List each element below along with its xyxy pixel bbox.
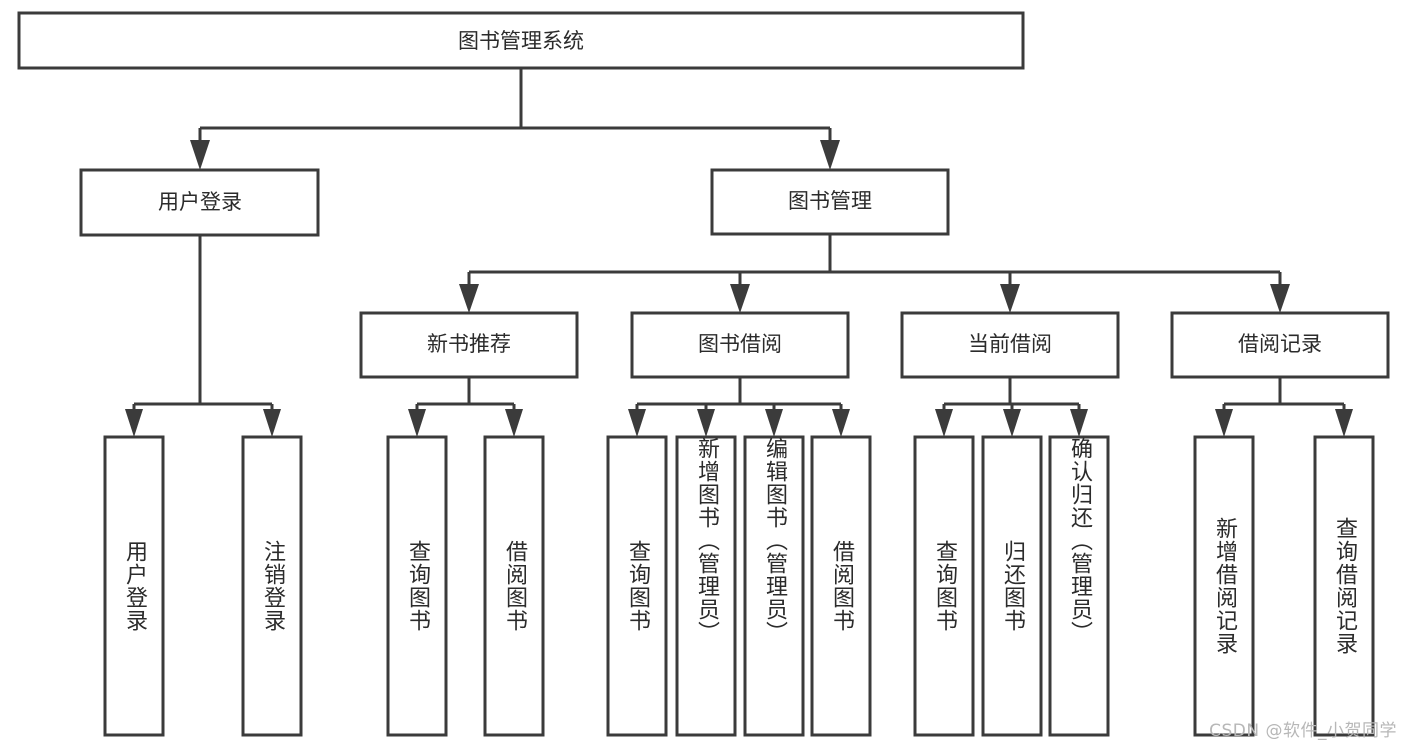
node-current-borrow[interactable]: 当前借阅 (900, 311, 1120, 379)
node-new-book-recommend-rect[interactable] (359, 311, 579, 379)
leaf-edit-book-rect[interactable] (743, 435, 805, 737)
node-user-login-label: 用户登录 (158, 190, 242, 214)
leaf-confirm-return-rect[interactable] (1048, 435, 1110, 737)
arrow-head-new-book-recommend (459, 284, 479, 313)
arrow-head-leaf-edit-book (765, 409, 783, 437)
arrow-head-leaf-add-book (697, 409, 715, 437)
leaf-add-book-rect[interactable] (675, 435, 737, 737)
node-new-book-recommend-label: 新书推荐 (427, 332, 511, 356)
arrow-head-leaf-user-login (125, 409, 143, 437)
node-user-login[interactable]: 用户登录 (79, 168, 320, 237)
node-book-management[interactable]: 图书管理 (710, 168, 950, 236)
leaf-query-borrow-record-rect[interactable] (1313, 435, 1375, 737)
edge-group-current-borrow (935, 377, 1088, 437)
node-book-borrow-rect[interactable] (630, 311, 850, 379)
node-book-borrow-label: 图书借阅 (698, 332, 782, 356)
arrow-head-leaf-query-book-current (935, 409, 953, 437)
arrow-head-leaf-logout-login (263, 409, 281, 437)
csdn-watermark: CSDN @软件_小贺同学 (1209, 721, 1397, 741)
arrow-head-current-borrow (1000, 284, 1020, 313)
arrow-head-leaf-borrow-book (832, 409, 850, 437)
arrow-head-book-management (820, 140, 840, 170)
leaf-user-login-rect[interactable] (103, 435, 165, 737)
leaf-borrow-book-recommend-rect[interactable] (483, 435, 545, 737)
leaf-query-book-borrow-rect[interactable] (606, 435, 668, 737)
edge-group-new-book-recommend (408, 377, 523, 437)
leaf-logout-login-rect[interactable] (241, 435, 303, 737)
leaf-query-book-recommend-rect[interactable] (386, 435, 448, 737)
node-borrow-record-label: 借阅记录 (1238, 332, 1322, 356)
node-borrow-record-rect[interactable] (1170, 311, 1390, 379)
leaf-return-book-rect[interactable] (981, 435, 1043, 737)
arrow-head-borrow-record (1270, 284, 1290, 313)
node-user-login-rect[interactable] (79, 168, 320, 237)
node-book-management-rect[interactable] (710, 168, 950, 236)
node-book-management-label: 图书管理 (788, 189, 872, 213)
leaf-borrow-book-rect[interactable] (810, 435, 872, 737)
node-borrow-record[interactable]: 借阅记录 (1170, 311, 1390, 379)
arrow-head-book-borrow (730, 284, 750, 313)
edge-group-user-login (125, 235, 281, 437)
arrow-head-leaf-confirm-return (1070, 409, 1088, 437)
node-root-label: 图书管理系统 (458, 29, 584, 53)
leaf-add-borrow-record-rect[interactable] (1193, 435, 1255, 737)
node-root[interactable]: 图书管理系统 (17, 11, 1025, 70)
arrow-head-leaf-query-book-borrow (628, 409, 646, 437)
edge-group-root (190, 68, 840, 170)
leaf-query-book-current-rect[interactable] (913, 435, 975, 737)
edge-group-book-management (459, 234, 1290, 313)
arrow-head-leaf-borrow-book-recommend (505, 409, 523, 437)
node-book-borrow[interactable]: 图书借阅 (630, 311, 850, 379)
arrow-head-leaf-add-borrow-record (1215, 409, 1233, 437)
node-current-borrow-label: 当前借阅 (968, 332, 1052, 356)
node-current-borrow-rect[interactable] (900, 311, 1120, 379)
node-new-book-recommend[interactable]: 新书推荐 (359, 311, 579, 379)
arrow-head-user-login (190, 140, 210, 170)
arrow-head-leaf-query-borrow-record (1335, 409, 1353, 437)
node-root-rect[interactable] (17, 11, 1025, 70)
arrow-head-leaf-return-book (1003, 409, 1021, 437)
arrow-head-leaf-query-book-recommend (408, 409, 426, 437)
edge-group-book-borrow (628, 377, 850, 437)
edge-group-borrow-record (1215, 377, 1353, 437)
